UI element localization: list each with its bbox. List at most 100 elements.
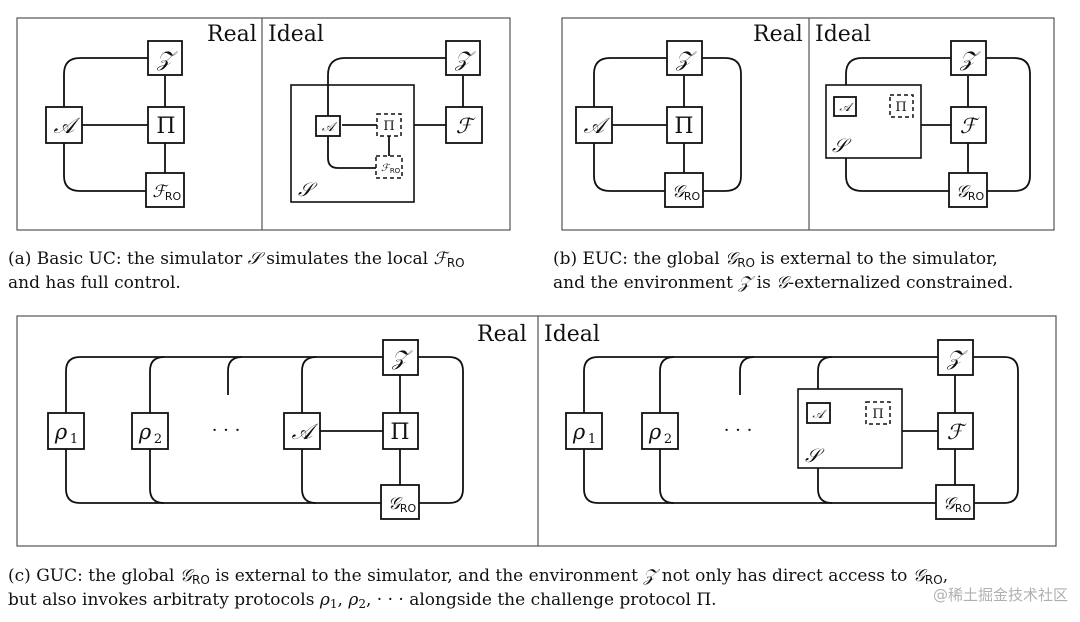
- svg-text:𝒜: 𝒜: [322, 120, 338, 135]
- panel-c-real-label: Real: [477, 322, 527, 347]
- svg-text:RO: RO: [390, 167, 401, 175]
- wire-z-simA: [327, 57, 446, 116]
- svg-text:(a) Basic UC: the simulator 𝒮: (a) Basic UC: the simulator 𝒮 simulates …: [8, 249, 465, 270]
- wire-c-bot-a: [301, 449, 317, 504]
- ideal-b-z-box: 𝒵: [950, 40, 987, 76]
- ideal-c-rho2-box: ρ 2: [641, 412, 679, 450]
- svg-text:Π: Π: [872, 407, 883, 422]
- svg-text:𝒜: 𝒜: [839, 100, 854, 114]
- wire-b-z-sim: [845, 57, 951, 85]
- wire-b-z-a-left: [593, 57, 667, 108]
- wire-c-top-dots: [227, 356, 243, 395]
- wire-c2-top-dots: [739, 356, 755, 395]
- wire-c-bot-rho2: [149, 449, 165, 504]
- real-c-z-box: 𝒵: [382, 339, 419, 376]
- svg-text:𝒢: 𝒢: [956, 182, 971, 202]
- svg-text:𝒵: 𝒵: [959, 47, 981, 71]
- svg-text:and the environment 𝒵 is 𝒢-e: and the environment 𝒵 is 𝒢-externalized …: [553, 273, 1013, 293]
- wire-c2-bot-rho2: [659, 449, 675, 504]
- svg-text:RO: RO: [955, 502, 972, 515]
- caption-c: (c) GUC: the global 𝒢RO is external to t…: [8, 566, 948, 611]
- wire-b-a-gro: [593, 142, 667, 192]
- svg-text:Π: Π: [895, 100, 906, 115]
- wire-b-z-gro-right: [702, 57, 742, 192]
- real-a-z-box: 𝒵: [147, 40, 183, 76]
- svg-text:𝒵: 𝒵: [391, 346, 413, 370]
- ideal-b-sim-pi: Π: [889, 94, 914, 118]
- caption-a: (a) Basic UC: the simulator 𝒮 simulates …: [8, 249, 465, 293]
- watermark: @稀土掘金技术社区: [933, 586, 1068, 604]
- svg-text:𝒵: 𝒵: [454, 47, 476, 71]
- svg-text:ℱ: ℱ: [152, 182, 169, 202]
- ideal-c-rho1-box: ρ 1: [565, 412, 603, 450]
- ideal-a-z-box: 𝒵: [445, 40, 481, 76]
- svg-text:but also invokes arbitraty pro: but also invokes arbitraty protocols ρ1,…: [8, 590, 717, 611]
- svg-text:and has full control.: and has full control.: [8, 273, 181, 293]
- svg-text:RO: RO: [684, 190, 701, 203]
- svg-text:Π: Π: [383, 119, 394, 134]
- ideal-c-ellipsis: · · ·: [724, 420, 753, 441]
- ideal-a-simulator: 𝒮: [290, 84, 415, 203]
- panel-a-ideal-label: Ideal: [268, 22, 324, 47]
- panel-a-real-label: Real: [207, 22, 257, 47]
- real-c-gro-box: 𝒢 RO: [380, 484, 420, 520]
- panel-c: Real Ideal ρ 1 ρ 2 · · · 𝒜 𝒵: [16, 315, 1057, 547]
- real-c-adversary-box: 𝒜: [283, 412, 321, 450]
- ideal-c-z-box: 𝒵: [937, 339, 974, 376]
- ideal-b-f-box: ℱ: [950, 106, 987, 144]
- wire-b-z-gro-right2: [986, 57, 1031, 192]
- svg-text:RO: RO: [400, 502, 417, 515]
- svg-text:1: 1: [588, 432, 596, 447]
- svg-text:𝒜: 𝒜: [812, 407, 827, 421]
- wire-c2-top-sim: [817, 356, 833, 389]
- ideal-a-sim-adversary: 𝒜: [315, 115, 341, 137]
- real-a-pi-box: Π: [147, 106, 185, 144]
- wire-simA-fro: [327, 134, 376, 169]
- ideal-c-gro-box: 𝒢 RO: [935, 484, 975, 520]
- panel-b-real-label: Real: [753, 22, 803, 47]
- real-a-adversary-box: 𝒜: [45, 106, 83, 144]
- wire-c2-top-rho2: [659, 356, 675, 413]
- svg-text:𝒵: 𝒵: [156, 47, 178, 71]
- wire-b-sim-gro: [845, 158, 951, 192]
- svg-text:Π: Π: [674, 114, 693, 139]
- svg-text:RO: RO: [165, 190, 182, 203]
- wire-c-bot-rho1: [65, 449, 383, 504]
- svg-text:ρ: ρ: [138, 420, 152, 444]
- svg-text:(c) GUC: the global 𝒢RO is ex: (c) GUC: the global 𝒢RO is external to t…: [8, 566, 948, 587]
- svg-text:Π: Π: [390, 420, 409, 445]
- wire-a-fro: [63, 142, 148, 192]
- svg-text:ρ: ρ: [54, 420, 68, 444]
- svg-text:ℱ: ℱ: [381, 163, 391, 174]
- svg-text:ℱ: ℱ: [947, 420, 967, 444]
- panel-a: Real Ideal 𝒵 𝒜 Π ℱ RO: [16, 17, 511, 231]
- wire-c-top-rho2: [149, 356, 165, 413]
- svg-text:𝒵: 𝒵: [946, 346, 968, 370]
- svg-text:2: 2: [664, 432, 672, 447]
- svg-text:ρ: ρ: [572, 420, 586, 444]
- svg-text:ℱ: ℱ: [960, 114, 980, 138]
- svg-text:Π: Π: [156, 114, 175, 139]
- real-a-fro-box: ℱ RO: [145, 172, 185, 208]
- real-b-pi-box: Π: [666, 106, 703, 144]
- panel-b-frame: [561, 17, 1055, 231]
- svg-text:1: 1: [70, 432, 78, 447]
- ideal-b-gro-box: 𝒢 RO: [948, 172, 988, 208]
- wire-c2-bot-sim: [817, 468, 833, 504]
- svg-text:𝒢: 𝒢: [388, 494, 403, 514]
- svg-text:𝒮: 𝒮: [298, 179, 318, 201]
- wire-c2-right-loop: [973, 356, 1019, 504]
- wire-c2-bot-rho1: [583, 449, 938, 504]
- ideal-c-sim-pi: Π: [865, 401, 891, 425]
- panel-c-ideal-label: Ideal: [544, 322, 600, 347]
- ideal-b-sim-adversary: 𝒜: [833, 96, 857, 117]
- svg-text:𝒢: 𝒢: [943, 494, 958, 514]
- real-b-adversary-box: 𝒜: [575, 106, 613, 144]
- svg-text:ρ: ρ: [648, 420, 662, 444]
- panel-b-ideal-label: Ideal: [815, 22, 871, 47]
- ideal-c-simulator: 𝒮: [797, 388, 903, 469]
- panel-a-frame: [16, 17, 511, 231]
- svg-text:2: 2: [154, 432, 162, 447]
- caption-b: (b) EUC: the global 𝒢RO is external to t…: [553, 249, 1013, 293]
- svg-text:𝒢: 𝒢: [672, 182, 687, 202]
